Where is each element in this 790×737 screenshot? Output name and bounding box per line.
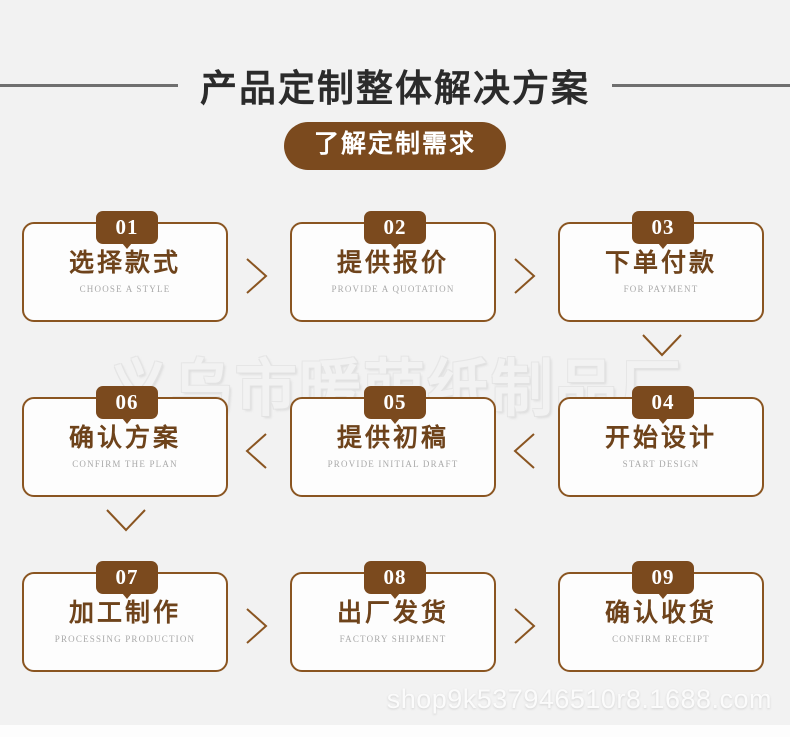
step-title-cn: 选择款式 bbox=[68, 250, 181, 278]
step-number-badge: 09 bbox=[632, 561, 694, 594]
page-title: 产品定制整体解决方案 bbox=[200, 69, 590, 110]
step-title-cn: 确认方案 bbox=[68, 425, 181, 453]
step-number-badge: 06 bbox=[96, 386, 158, 419]
step-cell[interactable]: 提供初稿 PROVIDE INITIAL DRAFT 05 bbox=[290, 371, 500, 523]
step-title-en: CONFIRM THE PLAN bbox=[72, 458, 178, 469]
page-header: 产品定制整体解决方案 bbox=[0, 55, 790, 115]
step-title-en: START DESIGN bbox=[622, 458, 700, 469]
step-number-badge: 01 bbox=[96, 211, 158, 244]
step-card[interactable]: 加工制作 PROCESSING PRODUCTION bbox=[22, 572, 228, 672]
step-title-en: CHOOSE A STYLE bbox=[79, 283, 171, 294]
steps-row-1: 选择款式 CHOOSE A STYLE 01 提供报价 PROVIDE A QU… bbox=[0, 196, 790, 371]
step-title-cn: 出厂发货 bbox=[336, 600, 449, 628]
step-number-badge: 02 bbox=[364, 211, 426, 244]
step-cell[interactable]: 确认收货 CONFIRM RECEIPT 09 bbox=[558, 546, 768, 698]
step-title-cn: 确认收货 bbox=[604, 600, 717, 628]
bottom-bar bbox=[0, 725, 790, 737]
step-title-en: FOR PAYMENT bbox=[623, 283, 699, 294]
header-rule-right bbox=[612, 83, 790, 87]
cta-container: 了解定制需求 bbox=[0, 122, 790, 170]
step-number-badge: 03 bbox=[632, 211, 694, 244]
learn-custom-requirements-button[interactable]: 了解定制需求 bbox=[283, 122, 506, 170]
step-title-cn: 提供初稿 bbox=[336, 425, 449, 453]
step-number-badge: 05 bbox=[364, 386, 426, 419]
step-number-badge: 08 bbox=[364, 561, 426, 594]
chevron-left-icon bbox=[240, 429, 274, 473]
step-title-cn: 加工制作 bbox=[68, 600, 181, 628]
header-rule-left bbox=[0, 83, 178, 87]
step-cell[interactable]: 开始设计 START DESIGN 04 bbox=[558, 371, 768, 523]
step-number-badge: 07 bbox=[96, 561, 158, 594]
steps-row-3: 加工制作 PROCESSING PRODUCTION 07 出厂发货 FACTO… bbox=[0, 546, 790, 721]
step-title-cn: 提供报价 bbox=[336, 250, 449, 278]
step-title-cn: 开始设计 bbox=[604, 425, 717, 453]
step-cell[interactable]: 确认方案 CONFIRM THE PLAN 06 bbox=[22, 371, 232, 523]
chevron-right-icon bbox=[240, 254, 274, 298]
steps-row-2: 确认方案 CONFIRM THE PLAN 06 提供初稿 PROVIDE IN… bbox=[0, 371, 790, 546]
step-cell[interactable]: 提供报价 PROVIDE A QUOTATION 02 bbox=[290, 196, 500, 348]
step-title-en: PROVIDE INITIAL DRAFT bbox=[327, 458, 459, 469]
step-title-en: CONFIRM RECEIPT bbox=[612, 633, 710, 644]
chevron-right-icon bbox=[508, 604, 542, 648]
step-title-en: PROCESSING PRODUCTION bbox=[54, 633, 196, 644]
step-cell[interactable]: 下单付款 FOR PAYMENT 03 bbox=[558, 196, 768, 348]
step-card[interactable]: 出厂发货 FACTORY SHIPMENT bbox=[290, 572, 496, 672]
chevron-right-icon bbox=[240, 604, 274, 648]
step-number-badge: 04 bbox=[632, 386, 694, 419]
step-cell[interactable]: 加工制作 PROCESSING PRODUCTION 07 bbox=[22, 546, 232, 698]
step-cell[interactable]: 选择款式 CHOOSE A STYLE 01 bbox=[22, 196, 232, 348]
step-title-en: PROVIDE A QUOTATION bbox=[331, 283, 455, 294]
chevron-down-icon bbox=[638, 330, 686, 360]
step-title-en: FACTORY SHIPMENT bbox=[339, 633, 447, 644]
chevron-left-icon bbox=[508, 429, 542, 473]
steps-grid: 选择款式 CHOOSE A STYLE 01 提供报价 PROVIDE A QU… bbox=[0, 196, 790, 721]
step-card[interactable]: 开始设计 START DESIGN bbox=[558, 397, 764, 497]
chevron-right-icon bbox=[508, 254, 542, 298]
step-title-cn: 下单付款 bbox=[604, 250, 717, 278]
chevron-down-icon bbox=[102, 505, 150, 535]
step-cell[interactable]: 出厂发货 FACTORY SHIPMENT 08 bbox=[290, 546, 500, 698]
